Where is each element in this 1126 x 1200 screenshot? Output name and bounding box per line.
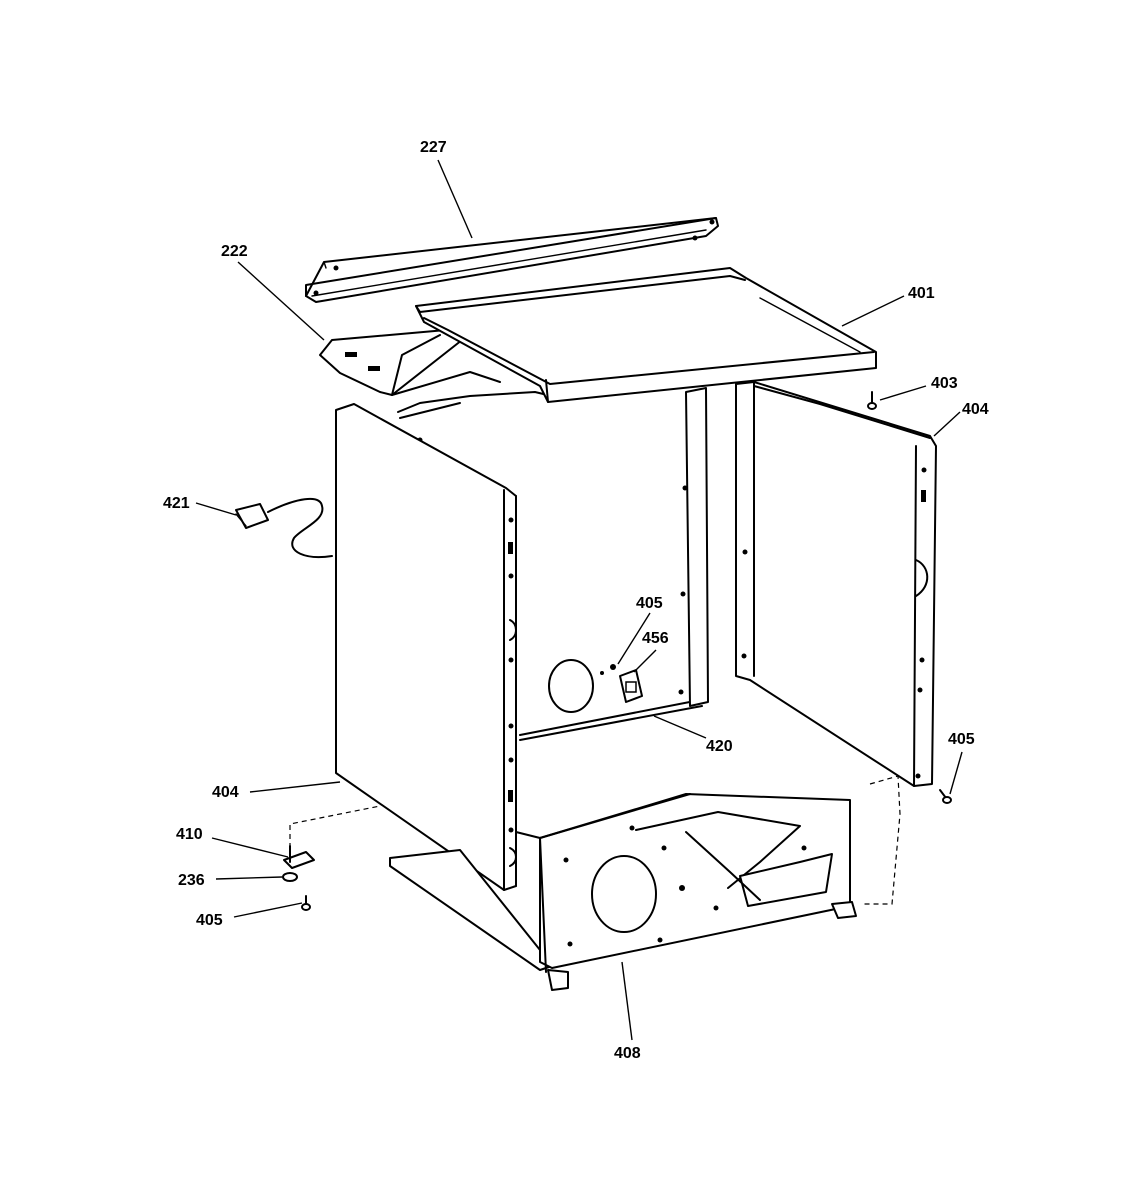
callout-456: 456	[642, 630, 669, 647]
callout-408: 408	[614, 1045, 641, 1062]
part-421-power-cord	[235, 497, 333, 558]
callout-405-right: 405	[948, 731, 975, 748]
part-410-leveling-leg	[283, 845, 315, 869]
callout-227: 227	[420, 139, 447, 156]
callout-421: 421	[163, 495, 190, 512]
callout-410: 410	[176, 826, 203, 843]
callout-405-left: 405	[196, 912, 223, 929]
part-404-left-side-panel	[335, 403, 517, 891]
callout-401: 401	[908, 285, 935, 302]
part-405-center-screw	[610, 664, 616, 670]
part-405-left-screw	[301, 895, 311, 911]
part-401-top-panel	[415, 267, 877, 403]
callout-420: 420	[706, 738, 733, 755]
callout-236: 236	[178, 872, 205, 889]
part-404-right-side-panel	[735, 381, 937, 787]
part-227-top-bracket	[305, 217, 719, 303]
part-405-right-screw	[939, 789, 952, 804]
part-456-terminal-block	[619, 669, 643, 703]
rear-panel-vent-hole	[548, 659, 594, 713]
callout-222: 222	[221, 243, 248, 260]
part-408-base	[389, 793, 857, 991]
part-222-top-support	[319, 329, 501, 396]
leader-lines	[195, 159, 963, 1041]
callout-403: 403	[931, 375, 958, 392]
part-236-washer	[282, 872, 298, 882]
callout-404-left: 404	[212, 784, 239, 801]
callout-405-center: 405	[636, 595, 663, 612]
alignment-dashes	[289, 775, 901, 905]
callout-404-right: 404	[962, 401, 989, 418]
base-blower-opening	[591, 855, 657, 933]
callout-labels: 227 222 401 403 404 421 405 456 420 405 …	[163, 139, 989, 1062]
part-403-screw	[867, 391, 877, 410]
